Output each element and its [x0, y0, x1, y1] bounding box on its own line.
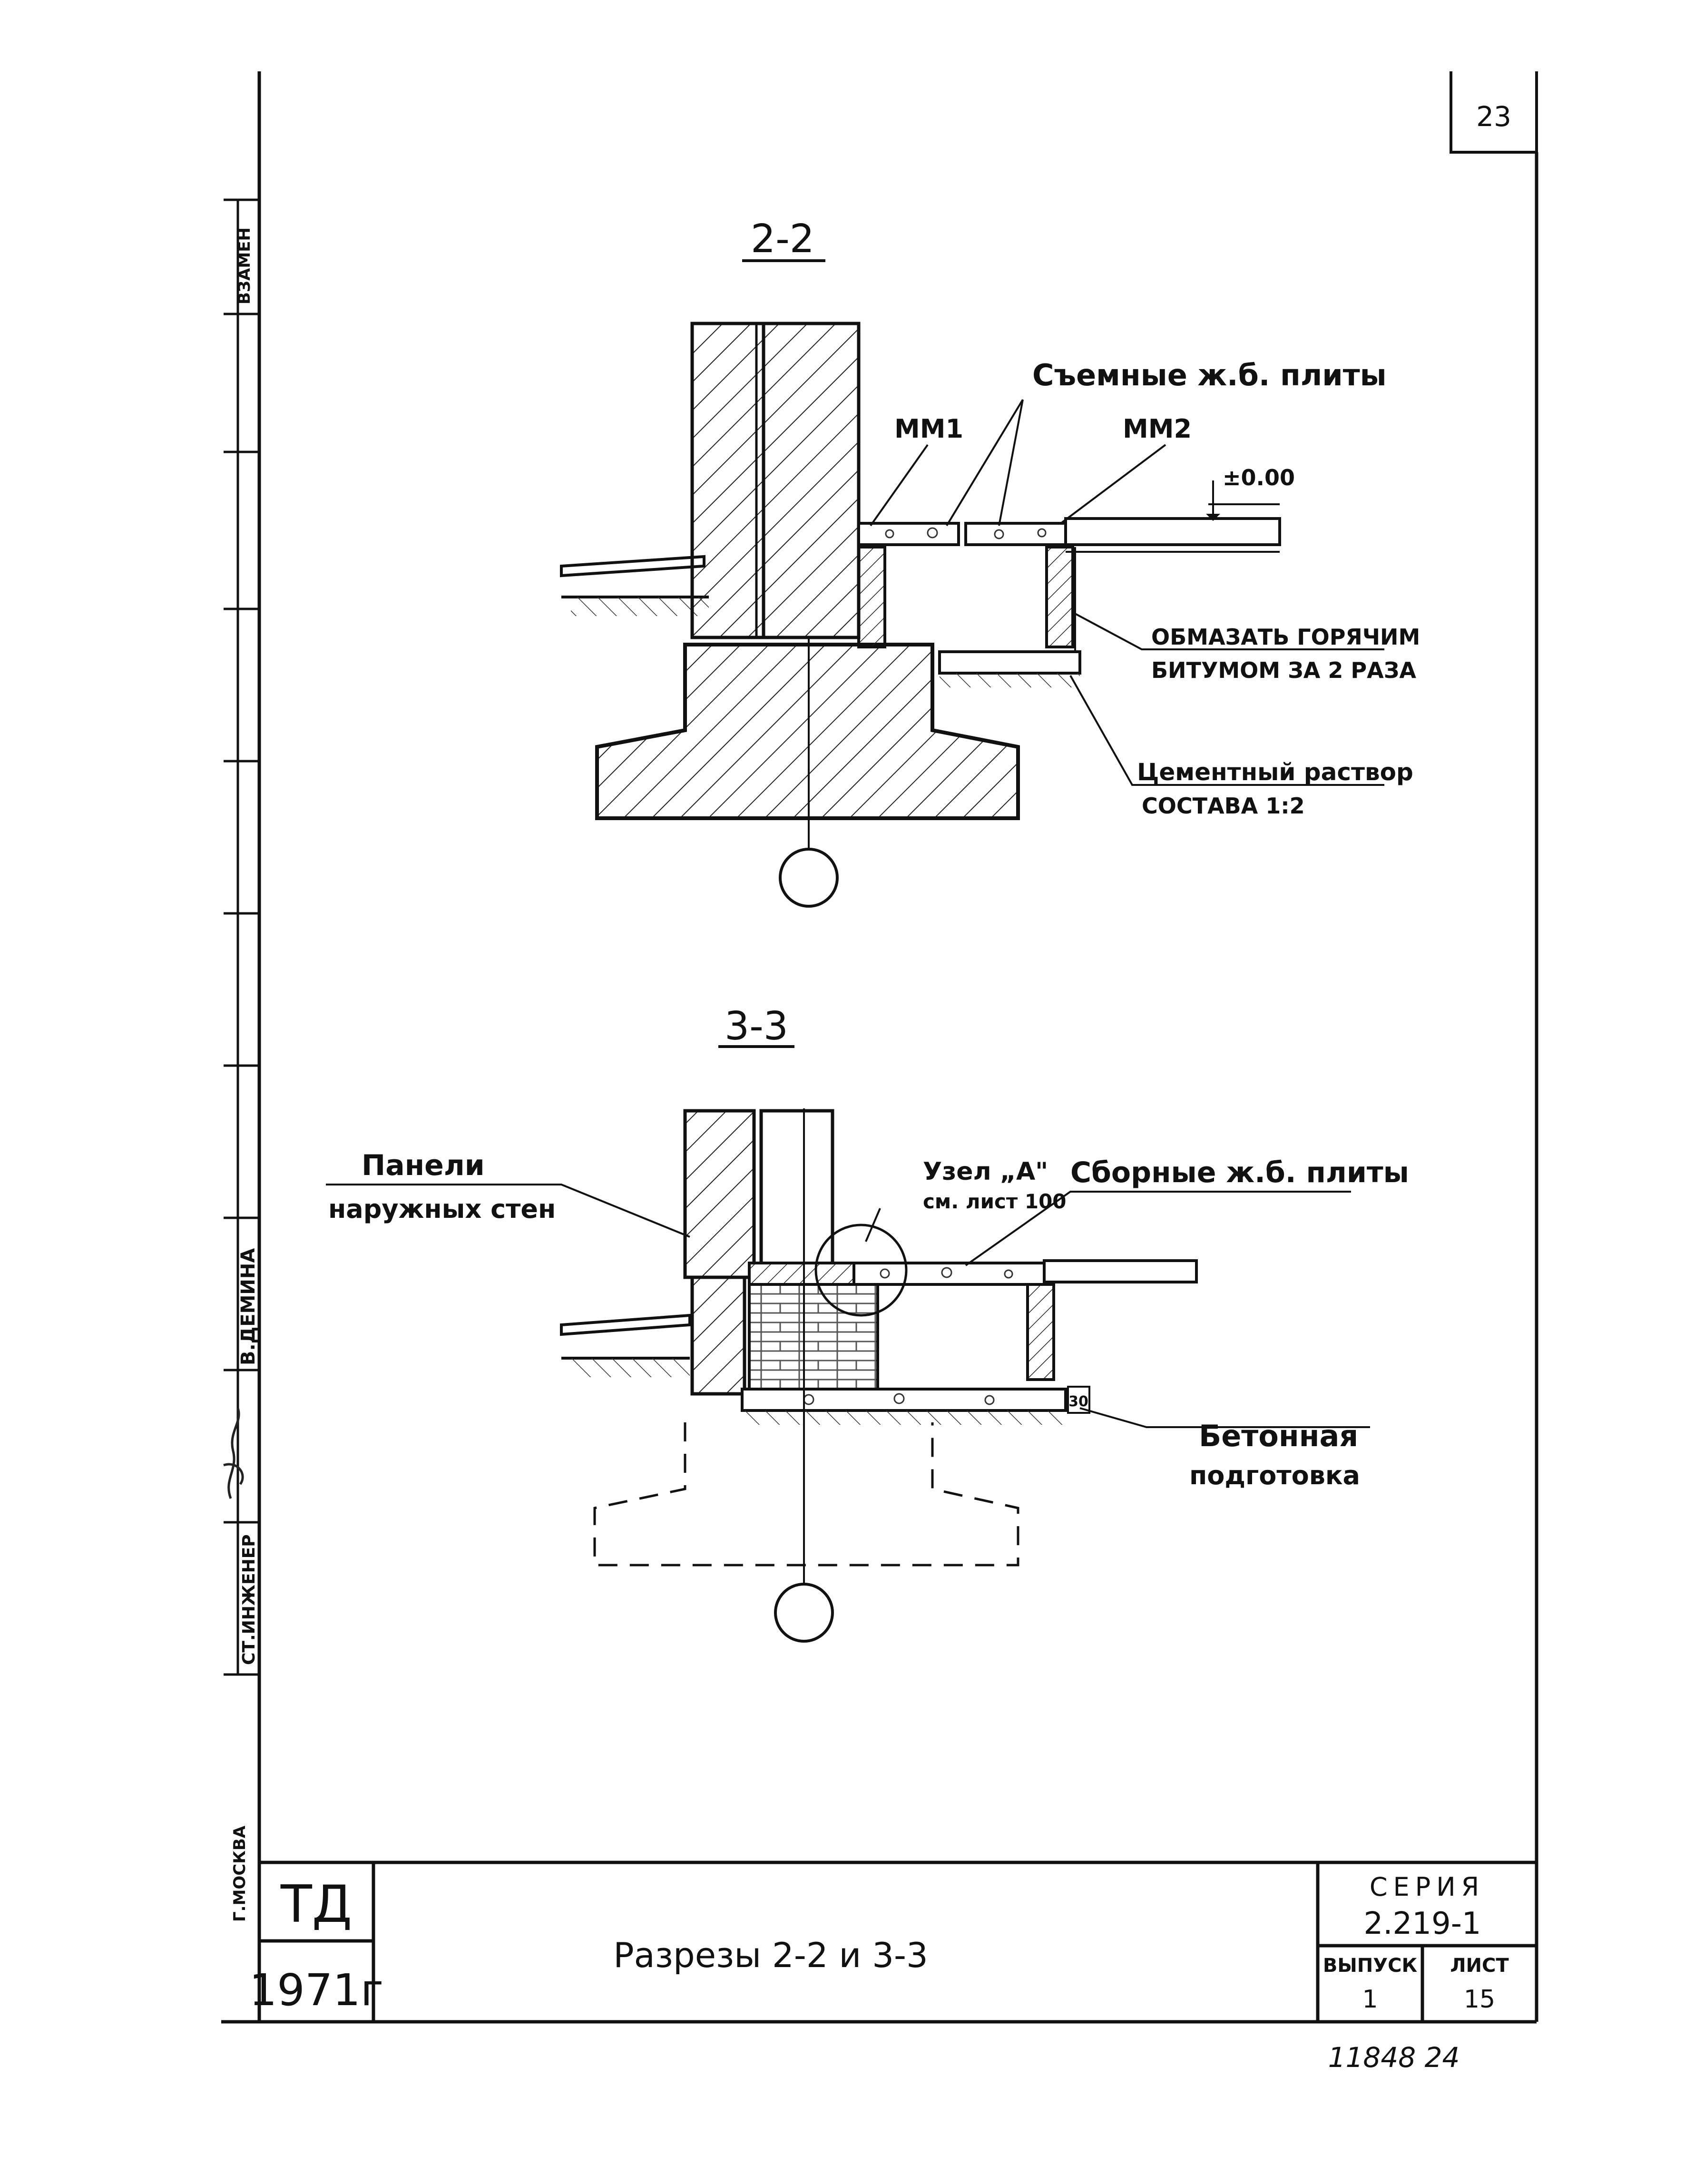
section-3-3-title: 3-3: [725, 1004, 788, 1049]
signature-mark: [223, 1408, 244, 1499]
sheet-label: ЛИСТ: [1450, 1955, 1509, 1977]
sheet-frame: [221, 71, 1538, 2024]
title-block-frame: [259, 1861, 1537, 2022]
label-mm1: ММ1: [894, 414, 963, 444]
stamp-vzamen: ВЗАМЕН: [235, 227, 254, 304]
label-concrete-line1: Бетонная: [1199, 1419, 1358, 1453]
page-number: 23: [1476, 100, 1511, 133]
label-bitumen-line2: БИТУМОМ ЗА 2 РАЗА: [1151, 657, 1416, 683]
stamp-city: Г.МОСКВА: [230, 1825, 249, 1922]
section-3-3-drawing: [560, 1108, 1198, 1643]
label-removable-slabs: Съемные ж.б. плиты: [1032, 358, 1387, 392]
label-panels-line1: Панели: [362, 1149, 485, 1182]
side-stamp: [224, 198, 259, 1676]
sheet-value: 15: [1464, 1985, 1495, 2014]
title-block-org: ТД: [280, 1875, 352, 1934]
series-label: СЕРИЯ: [1370, 1872, 1485, 1902]
section-2-2-title: 2-2: [751, 216, 814, 262]
label-bitumen-line1: ОБМАЗАТЬ ГОРЯЧИМ: [1151, 624, 1420, 650]
drawing-title: Разрезы 2-2 и 3-3: [613, 1935, 928, 1975]
label-concrete-line2: подготовка: [1189, 1460, 1360, 1490]
label-precast-slabs: Сборные ж.б. плиты: [1070, 1156, 1409, 1189]
label-mm2: ММ2: [1123, 414, 1192, 444]
level-mark-zero: ±0.00: [1223, 465, 1295, 490]
section-2-2-drawing: [560, 322, 1281, 908]
stamp-engineer-role: СТ.ИНЖЕНЕР: [239, 1534, 259, 1665]
label-mortar-line1: Цементный раствор: [1137, 758, 1413, 786]
section-3-3-leaders: [326, 1184, 1370, 1428]
dim-30: 30: [1068, 1393, 1088, 1410]
title-block-year: 1971г: [249, 1965, 383, 2016]
label-mortar-line2: СОСТАВА 1:2: [1142, 793, 1305, 819]
stamp-engineer-name: В.ДЕМИНА: [237, 1248, 259, 1365]
bottom-stamp: 11848 24: [1328, 2041, 1460, 2074]
issue-value: 1: [1362, 1985, 1378, 2014]
label-node-a-line2: см. лист 100: [923, 1190, 1067, 1213]
series-value: 2.219-1: [1363, 1906, 1481, 1941]
section-2-2-leaders: [870, 399, 1384, 786]
label-node-a-line1: Узел „А": [923, 1157, 1048, 1186]
label-panels-line2: наружных стен: [328, 1194, 556, 1224]
issue-label: ВЫПУСК: [1323, 1955, 1418, 1977]
